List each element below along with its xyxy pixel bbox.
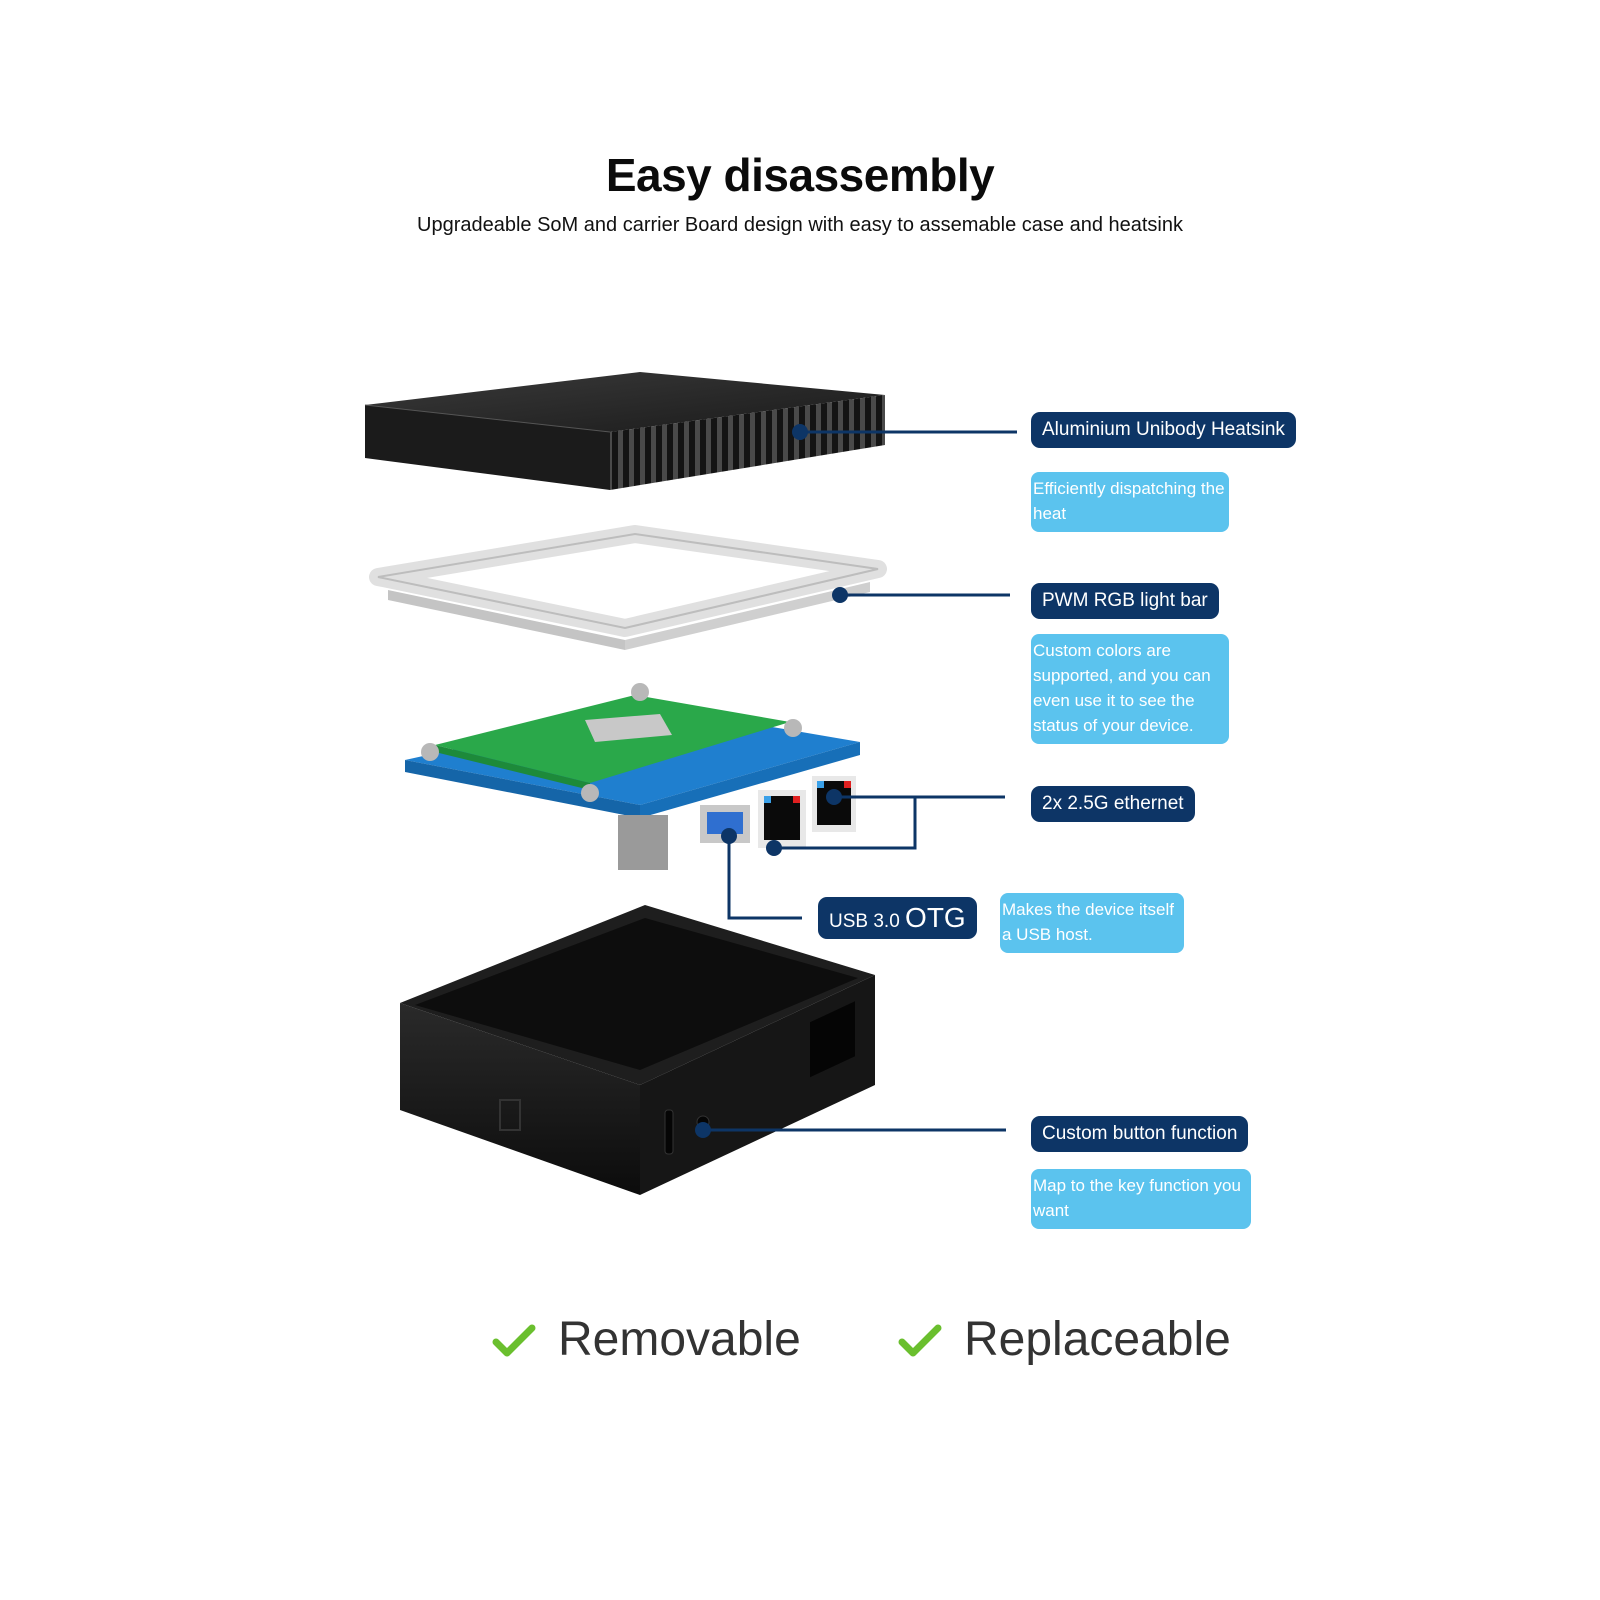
usb-description: Makes the device itself a USB host. xyxy=(1000,893,1184,953)
feature-label: Replaceable xyxy=(964,1313,1231,1366)
callout-anchor-dots xyxy=(695,424,848,1138)
ethernet-label: 2x 2.5G ethernet xyxy=(1031,786,1195,822)
feature-label: Removable xyxy=(558,1313,801,1366)
usb-anchor-dot xyxy=(721,828,737,844)
ethernet-anchor-dot-2 xyxy=(766,840,782,856)
button-label: Custom button function xyxy=(1031,1116,1249,1152)
usb-label-prefix: USB 3.0 xyxy=(829,911,900,932)
check-icon xyxy=(898,1324,942,1356)
feature-removable: Removable xyxy=(492,1312,801,1367)
feature-replaceable: Replaceable xyxy=(898,1312,1231,1367)
usb-label: USB 3.0 OTG xyxy=(818,897,977,939)
check-icon xyxy=(492,1324,536,1356)
ethernet-anchor-dot-1 xyxy=(826,789,842,805)
page-subtitle: Upgradeable SoM and carrier Board design… xyxy=(417,214,1183,236)
ethernet-connector-lower xyxy=(774,797,917,850)
light-bar-label: PWM RGB light bar xyxy=(1031,583,1219,619)
heatsink-anchor-dot xyxy=(792,424,808,440)
light-bar-description: Custom colors are supported, and you can… xyxy=(1031,634,1229,744)
callout-connectors xyxy=(703,430,1017,1132)
heatsink-label: Aluminium Unibody Heatsink xyxy=(1031,412,1296,448)
button-description: Map to the key function you want xyxy=(1031,1169,1251,1229)
usb-connector xyxy=(727,838,802,920)
usb-label-suffix: OTG xyxy=(905,902,966,933)
heatsink-illustration xyxy=(364,372,885,490)
button-anchor-dot xyxy=(695,1122,711,1138)
heatsink-description: Efficiently dispatching the heat xyxy=(1031,472,1229,532)
case-illustration xyxy=(400,905,875,1195)
light-bar-illustration xyxy=(369,525,887,650)
light-bar-anchor-dot xyxy=(832,587,848,603)
page-title: Easy disassembly xyxy=(605,149,995,201)
carrier-board-illustration xyxy=(405,683,860,870)
